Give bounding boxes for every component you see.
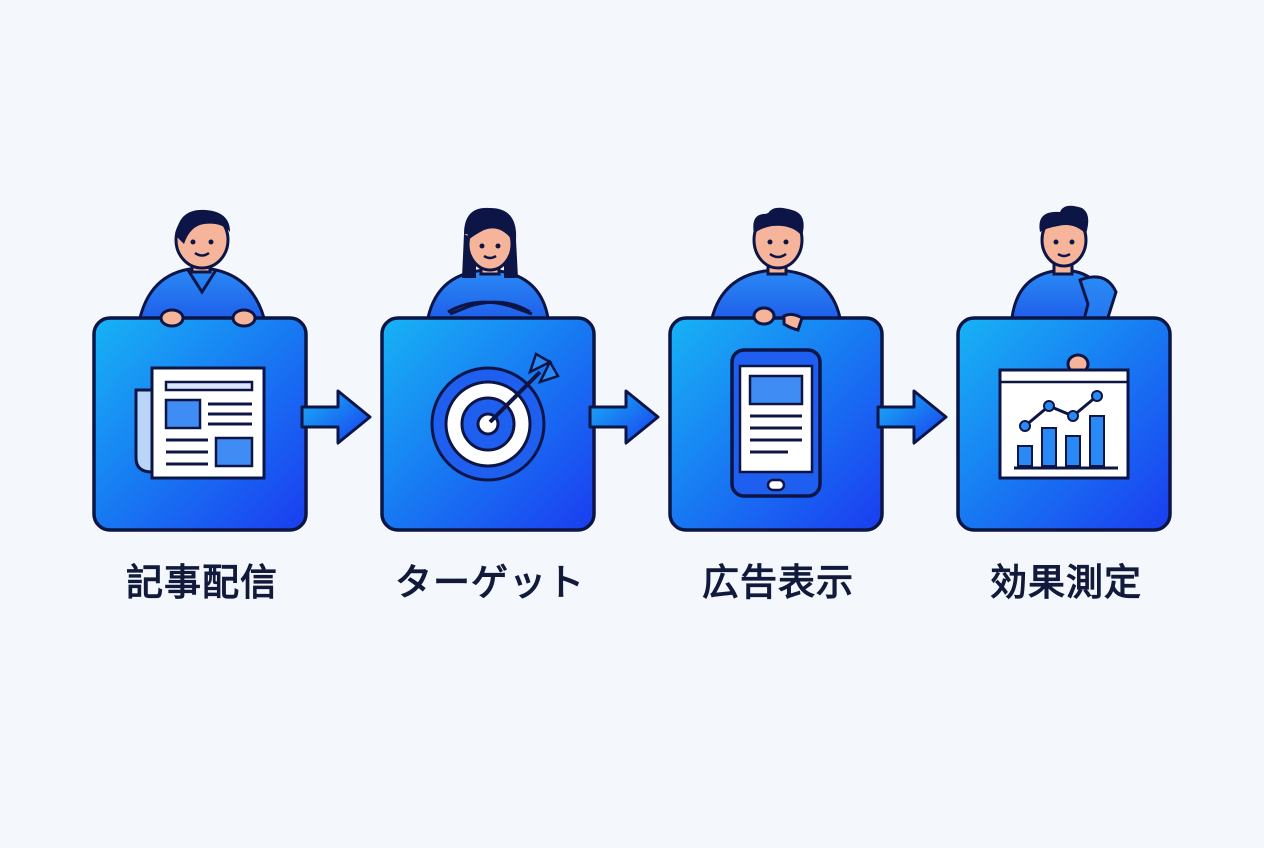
person-holding-card [380,207,596,532]
arrow-right-icon [300,385,374,449]
arrow-right-icon [876,385,950,449]
step-label: 広告表示 [702,561,854,604]
step-label: 記事配信 [126,561,278,604]
step-2-targeting: ターゲット [380,200,600,620]
target-icon [430,352,560,482]
step-1-article-distribution: 記事配信 [92,200,312,620]
person-holding-card [668,207,884,532]
arrow-right-icon [588,385,662,449]
step-4-effect-measurement: 効果測定 [956,200,1176,620]
step-label: ターゲット [395,561,585,604]
step-3-ad-display: 広告表示 [668,200,888,620]
analytics-chart-icon [998,368,1130,480]
person-holding-card [956,205,1172,532]
smartphone-ad-icon [730,348,822,498]
newspaper-icon [134,366,266,480]
step-label: 効果測定 [990,561,1142,604]
person-holding-card [92,209,308,532]
